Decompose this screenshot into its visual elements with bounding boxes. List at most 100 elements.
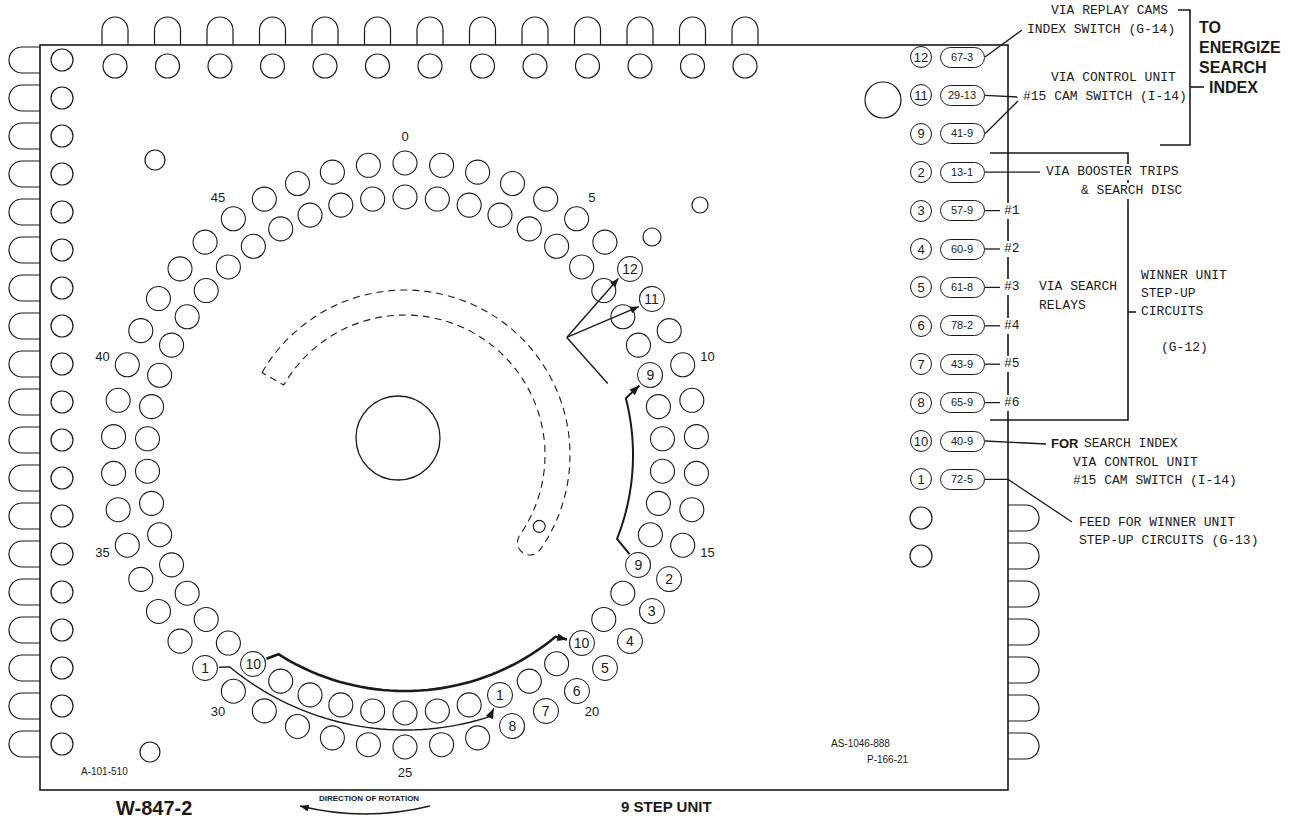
annotation: VIA CONTROL UNIT bbox=[1072, 455, 1199, 471]
wire-tag: 78-2 bbox=[940, 315, 985, 336]
annotation: VIA BOOSTER TRIPS bbox=[1045, 164, 1180, 180]
contact-hole bbox=[534, 187, 558, 211]
terminal-number: 1 bbox=[910, 468, 932, 490]
node-text: 9 bbox=[646, 368, 654, 382]
node-text: 9 bbox=[917, 127, 924, 140]
node-text: 10 bbox=[574, 636, 590, 650]
contact-hole bbox=[517, 217, 541, 241]
bracket-tick bbox=[1190, 86, 1204, 88]
wire-tag: 60-9 bbox=[940, 239, 985, 260]
contact-hole bbox=[160, 553, 184, 577]
contact-hole bbox=[115, 533, 139, 557]
node-text: 2 bbox=[917, 166, 924, 179]
contact-hole bbox=[252, 699, 276, 723]
terminal-hole bbox=[471, 54, 495, 78]
node-text: 10 bbox=[914, 435, 928, 448]
terminal-tab bbox=[1008, 733, 1039, 759]
contact-hole bbox=[638, 523, 662, 547]
drawing-number: W-847-2 bbox=[115, 796, 193, 820]
terminal-tab bbox=[1008, 505, 1039, 531]
node-text: 72-5 bbox=[951, 474, 973, 485]
node-text: 7 bbox=[542, 704, 550, 718]
contact-jumper bbox=[219, 667, 494, 730]
contact-hole bbox=[650, 427, 674, 451]
contact-hole bbox=[106, 498, 130, 522]
node-text: 6 bbox=[573, 684, 581, 698]
contact-hole bbox=[216, 631, 240, 655]
annotation: #15 CAM SWITCH (I-14) bbox=[1022, 89, 1188, 105]
contact-hole bbox=[320, 160, 344, 184]
terminal-tab bbox=[9, 351, 40, 377]
annotation: & SEARCH DISC bbox=[1080, 183, 1183, 199]
contact-hole bbox=[102, 425, 126, 449]
node-text: 8 bbox=[509, 719, 517, 733]
annotation: SEARCH INDEX bbox=[1083, 436, 1179, 452]
node-text: 13-1 bbox=[951, 167, 973, 178]
contact-hole bbox=[626, 333, 650, 357]
contact-hole bbox=[684, 425, 708, 449]
contact-hole bbox=[393, 701, 417, 725]
contact-hole bbox=[646, 395, 670, 419]
node-text: 9 bbox=[635, 558, 643, 572]
contact-hole bbox=[646, 491, 670, 515]
contact-hole bbox=[175, 305, 199, 329]
contact-hole bbox=[361, 699, 385, 723]
relay-number: #6 bbox=[1003, 395, 1021, 411]
leader-line bbox=[985, 30, 1022, 57]
node-text: 29-13 bbox=[948, 90, 976, 101]
terminal-hole bbox=[51, 277, 73, 299]
contact-hole bbox=[430, 733, 454, 757]
wire-tag: 43-9 bbox=[940, 354, 985, 375]
terminal-hole bbox=[51, 657, 73, 679]
position-number: 30 bbox=[210, 704, 226, 720]
terminal-hole bbox=[51, 315, 73, 337]
node-text: 1 bbox=[496, 688, 504, 702]
node-text: 11 bbox=[914, 89, 928, 102]
node-text: 1 bbox=[917, 473, 924, 486]
contact-hole bbox=[393, 185, 417, 209]
contact-hole bbox=[146, 287, 170, 311]
contact-number: 7 bbox=[533, 698, 559, 724]
terminal-tab bbox=[9, 313, 40, 339]
relay-number: #2 bbox=[1003, 241, 1021, 257]
node-text: 67-3 bbox=[951, 52, 973, 63]
node-text: 4 bbox=[626, 634, 634, 648]
terminal-hole bbox=[51, 125, 73, 147]
relay-number: #5 bbox=[1003, 356, 1021, 372]
mounting-hole bbox=[865, 82, 901, 118]
terminal-hole bbox=[51, 201, 73, 223]
terminal-hole bbox=[51, 619, 73, 641]
terminal-tab bbox=[9, 47, 40, 73]
mounting-hole bbox=[643, 228, 661, 246]
contact-hole bbox=[168, 257, 192, 281]
contact-hole bbox=[320, 726, 344, 750]
contact-hole bbox=[430, 153, 454, 177]
terminal-number: 7 bbox=[910, 353, 932, 375]
terminal-tab bbox=[365, 17, 391, 45]
contact-hole bbox=[356, 733, 380, 757]
terminal-number: 2 bbox=[910, 161, 932, 183]
shaft-hole bbox=[356, 396, 440, 480]
node-text: 57-9 bbox=[951, 205, 973, 216]
terminal-number: 4 bbox=[910, 238, 932, 260]
annotation: WINNER UNIT bbox=[1140, 268, 1228, 284]
leader-line bbox=[985, 479, 1072, 522]
terminal-tab bbox=[9, 275, 40, 301]
contact-hole bbox=[457, 193, 481, 217]
contact-hole bbox=[425, 187, 449, 211]
bracket-note: INDEX bbox=[1208, 78, 1259, 97]
wire-tag: 41-9 bbox=[940, 123, 985, 144]
terminal-hole bbox=[523, 54, 547, 78]
node-text: 40-9 bbox=[951, 436, 973, 447]
annotation: (G-12) bbox=[1160, 340, 1209, 356]
part-number: AS-1046-888 bbox=[830, 738, 891, 750]
unit-plate bbox=[40, 45, 1008, 790]
contact-hole bbox=[425, 699, 449, 723]
contact-jumper bbox=[266, 637, 567, 691]
position-number: 35 bbox=[94, 545, 110, 561]
terminal-hole bbox=[51, 733, 73, 755]
contact-hole bbox=[168, 629, 192, 653]
jumper-line bbox=[567, 337, 608, 383]
